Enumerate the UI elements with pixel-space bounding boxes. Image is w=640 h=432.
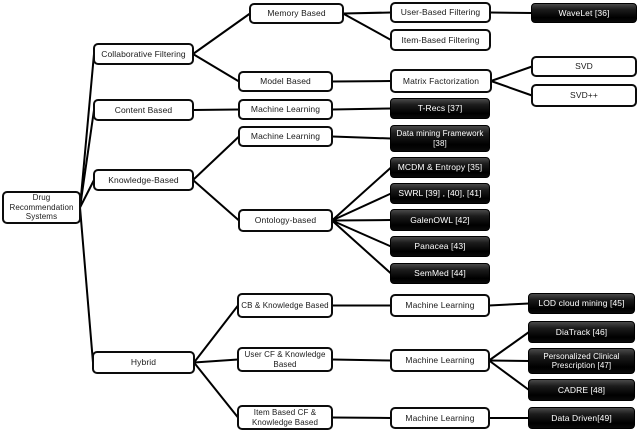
node-mcdm-entropy-35: MCDM & Entropy [35]	[390, 157, 490, 178]
node-drug-recommendation-systems: Drug Recommendation Systems	[2, 191, 81, 224]
node-item-based-cf-knowledge-based: Item Based CF & Knowledge Based	[237, 405, 333, 430]
node-wavelet-36: WaveLet [36]	[531, 3, 637, 23]
node-collaborative-filtering: Collaborative Filtering	[93, 43, 194, 65]
node-panacea-43: Panacea [43]	[390, 236, 490, 257]
node-data-mining-framework-38: Data mining Framework [38]	[390, 125, 490, 152]
node-machine-learning-knowledge: Machine Learning	[238, 126, 333, 147]
node-cb-knowledge-based: CB & Knowledge Based	[237, 293, 333, 318]
node-machine-learning-usercf: Machine Learning	[390, 349, 490, 372]
node-memory-based: Memory Based	[249, 3, 344, 24]
node-galenowl-42: GalenOWL [42]	[390, 209, 490, 231]
node-model-based: Model Based	[238, 71, 333, 92]
node-swrl-39-40-41: SWRL [39] , [40], [41]	[390, 183, 490, 204]
node-user-cf-knowledge-based: User CF & Knowledge Based	[237, 347, 333, 372]
node-personalized-clinical-prescription-47: Personalized Clinical Prescription [47]	[528, 348, 635, 374]
node-cadre-48: CADRE [48]	[528, 379, 635, 401]
node-machine-learning-content: Machine Learning	[238, 99, 333, 120]
node-machine-learning-cb: Machine Learning	[390, 294, 490, 317]
node-hybrid: Hybrid	[92, 351, 195, 374]
node-content-based: Content Based	[93, 99, 194, 121]
node-lod-cloud-mining-45: LOD cloud mining [45]	[528, 293, 635, 314]
node-data-driven-49: Data Driven[49]	[528, 407, 635, 429]
node-item-based-filtering: Item-Based Filtering	[390, 29, 491, 51]
node-user-based-filtering: User-Based Filtering	[390, 2, 491, 23]
node-diatrack-46: DiaTrack [46]	[528, 321, 635, 343]
node-semmed-44: SemMed [44]	[390, 263, 490, 284]
node-matrix-factorization: Matrix Factorization	[390, 69, 492, 93]
node-svd: SVD	[531, 56, 637, 77]
node-machine-learning-itemcf: Machine Learning	[390, 407, 490, 429]
node-knowledge-based: Knowledge-Based	[93, 169, 194, 191]
node-svd-plus-plus: SVD++	[531, 84, 637, 107]
node-t-recs-37: T-Recs [37]	[390, 98, 490, 119]
node-ontology-based: Ontology-based	[238, 209, 333, 232]
